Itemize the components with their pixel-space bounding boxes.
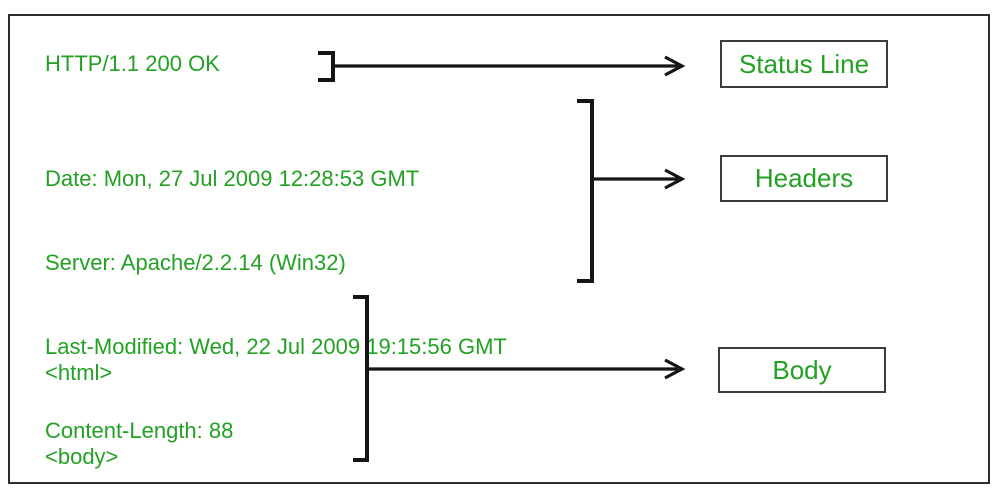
body-label-box: Body [718, 347, 886, 393]
diagram-frame [8, 14, 990, 484]
status-line-label-box: Status Line [720, 40, 888, 88]
status-line-text: HTTP/1.1 200 OK [45, 51, 220, 76]
headers-block: Date: Mon, 27 Jul 2009 12:28:53 GMT Serv… [45, 109, 507, 499]
header-line: Date: Mon, 27 Jul 2009 12:28:53 GMT [45, 166, 420, 191]
header-line: Last-Modified: Wed, 22 Jul 2009 19:15:56… [45, 334, 507, 359]
header-line: Content-Length: 88 [45, 418, 234, 443]
status-line-label: Status Line [738, 48, 870, 79]
body-line: <html> [45, 360, 113, 385]
headers-label-box: Headers [720, 155, 888, 202]
body-block: <html> <body> <h1>Hello, World!</h1> </b… [45, 303, 277, 499]
body-line: <body> [45, 444, 119, 469]
headers-label: Headers [754, 163, 854, 193]
header-line: Server: Apache/2.2.14 (Win32) [45, 250, 346, 275]
body-label: Body [772, 354, 832, 385]
